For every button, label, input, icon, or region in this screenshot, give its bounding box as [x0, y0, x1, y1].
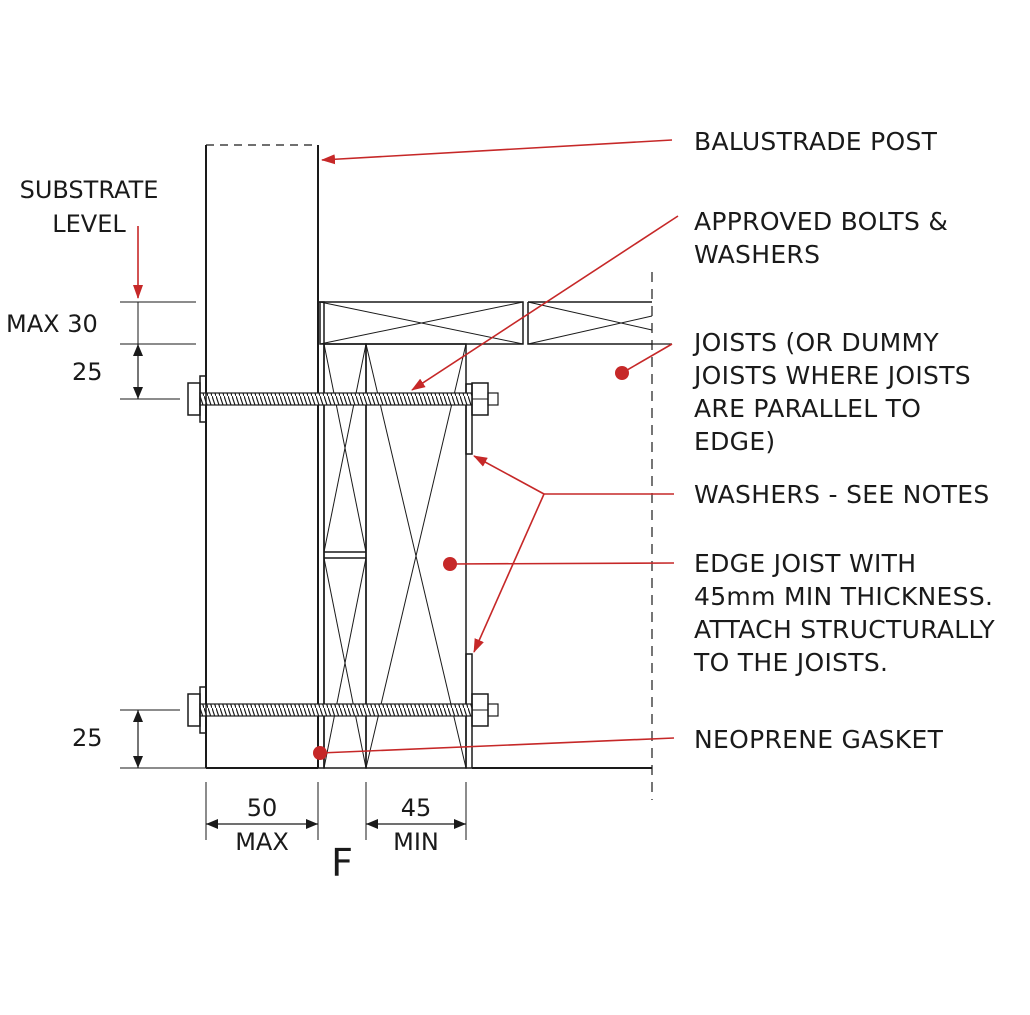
leader-lines [313, 139, 679, 760]
label-edge-line2: 45mm MIN THICKNESS. [694, 582, 993, 611]
label-washers: WASHERS - SEE NOTES [694, 480, 990, 509]
label-gasket: NEOPRENE GASKET [694, 725, 944, 754]
leader-bolts [411, 215, 679, 391]
label-joists-line3: ARE PARALLEL TO [694, 394, 921, 423]
dim-width-50: 50 [247, 794, 278, 822]
leader-washers-bottom [473, 493, 545, 653]
edge-joist [365, 343, 467, 769]
leader-balustrade-post [321, 139, 673, 165]
leader-dot-joists [615, 366, 629, 380]
leader-washers-top [473, 455, 545, 495]
leader-joists [621, 343, 673, 374]
joist-bottom-line [472, 272, 672, 800]
bolt-bottom [187, 686, 499, 734]
dim-width-45: 45 [401, 794, 432, 822]
leader-edge-joist [449, 562, 675, 565]
leader-gasket [319, 737, 675, 754]
label-joists-line2: JOISTS WHERE JOISTS [692, 361, 971, 390]
label-bolts-line1: APPROVED BOLTS & [694, 207, 948, 236]
label-bolts-line2: WASHERS [694, 240, 820, 269]
left-dimension-lines [120, 301, 206, 769]
label-joists-line4: EDGE) [694, 427, 775, 456]
dim-max30: MAX 30 [6, 310, 98, 338]
section-mark: F [331, 841, 353, 885]
bolt-top [187, 375, 499, 423]
leader-dot-gasket [313, 746, 327, 760]
label-balustrade-post: BALUSTRADE POST [694, 127, 938, 156]
balustrade-post [205, 144, 319, 769]
decking-boards [319, 301, 653, 345]
dim-width-50-sub: MAX [235, 828, 289, 856]
label-edge-line1: EDGE JOIST WITH [694, 549, 916, 578]
label-joists-line1: JOISTS (OR DUMMY [692, 328, 939, 357]
dim-substrate-line2: LEVEL [52, 210, 126, 238]
dim-top25: 25 [72, 358, 103, 386]
leader-dot-edge-joist [443, 557, 457, 571]
label-edge-line4: TO THE JOISTS. [693, 648, 888, 677]
bottom-dimension-lines [205, 782, 467, 840]
dim-bottom25: 25 [72, 724, 103, 752]
dim-width-45-sub: MIN [393, 828, 439, 856]
label-edge-line3: ATTACH STRUCTURALLY [694, 615, 995, 644]
dim-substrate-line1: SUBSTRATE [20, 176, 159, 204]
